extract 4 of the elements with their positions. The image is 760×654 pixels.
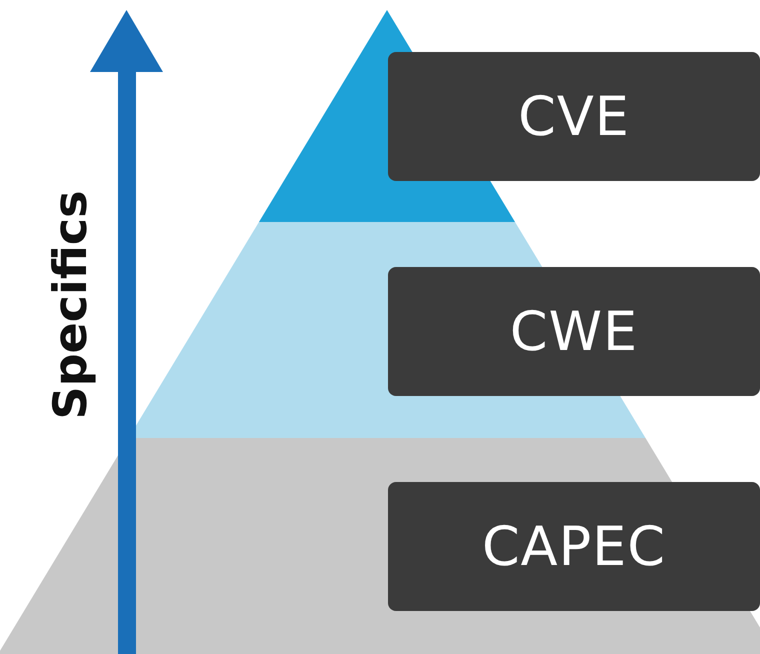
label-box: CAPEC (388, 482, 760, 611)
axis-label: Specifics (43, 190, 97, 420)
label-box: CWE (388, 267, 760, 396)
label-box: CVE (388, 52, 760, 181)
